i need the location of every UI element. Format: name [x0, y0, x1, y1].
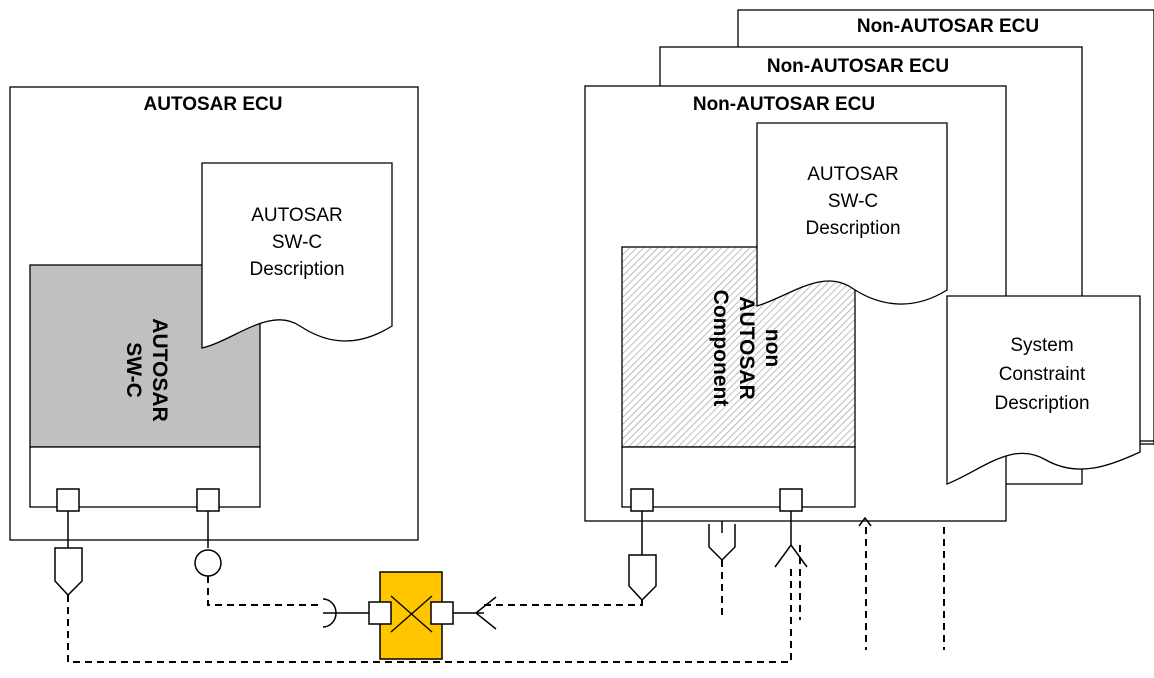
svg-text:SW-C: SW-C: [122, 342, 145, 398]
non-autosar-ecu-back-title: Non-AUTOSAR ECU: [857, 16, 1039, 37]
receiver-arrow-icon: [858, 516, 872, 527]
swc-description-doc-left: [201, 162, 393, 349]
system-constraint-line2: Constraint: [999, 364, 1086, 385]
swc-description-left-line2: SW-C: [272, 232, 322, 253]
client-icon-left: [194, 549, 222, 577]
sender-icon-right: [628, 554, 657, 602]
system-constraint-doc: [946, 295, 1141, 485]
swc-description-right-line3: Description: [805, 218, 900, 239]
swc-description-left-line1: AUTOSAR: [251, 205, 343, 226]
svg-text:AUTOSAR: AUTOSAR: [148, 318, 171, 421]
non-autosar-ecu-front-title: Non-AUTOSAR ECU: [693, 94, 875, 115]
swc-description-right-line1: AUTOSAR: [807, 164, 899, 185]
swc-description-right-line2: SW-C: [828, 191, 878, 212]
svg-text:non: non: [761, 329, 784, 367]
connector-port-left: [368, 601, 392, 625]
port-left-client: [196, 488, 220, 512]
autosar-ecu-title: AUTOSAR ECU: [144, 94, 283, 115]
receiver-icon-right: [774, 543, 808, 568]
system-constraint-line3: Description: [994, 393, 1089, 414]
autosar-swc-port-area: [29, 446, 261, 508]
svg-text:AUTOSAR: AUTOSAR: [735, 296, 758, 399]
dashed-connectors: [67, 527, 945, 663]
non-autosar-ecu-middle-title: Non-AUTOSAR ECU: [767, 56, 949, 77]
connector-port-right: [430, 601, 454, 625]
server-icon: [322, 598, 353, 628]
autosar-swc-label: AUTOSAR SW-C: [122, 318, 171, 421]
port-right-sender: [630, 488, 654, 512]
sender-icon-left: [54, 547, 83, 597]
system-constraint-line1: System: [1010, 335, 1073, 356]
non-autosar-component-port-area: [621, 446, 856, 508]
swc-description-doc-right: [756, 122, 948, 307]
swc-description-left-line3: Description: [249, 259, 344, 280]
port-right-receiver: [779, 488, 803, 512]
non-autosar-component-label: non AUTOSAR Component: [709, 290, 784, 407]
svg-text:Component: Component: [709, 290, 732, 407]
port-left-sender: [56, 488, 80, 512]
